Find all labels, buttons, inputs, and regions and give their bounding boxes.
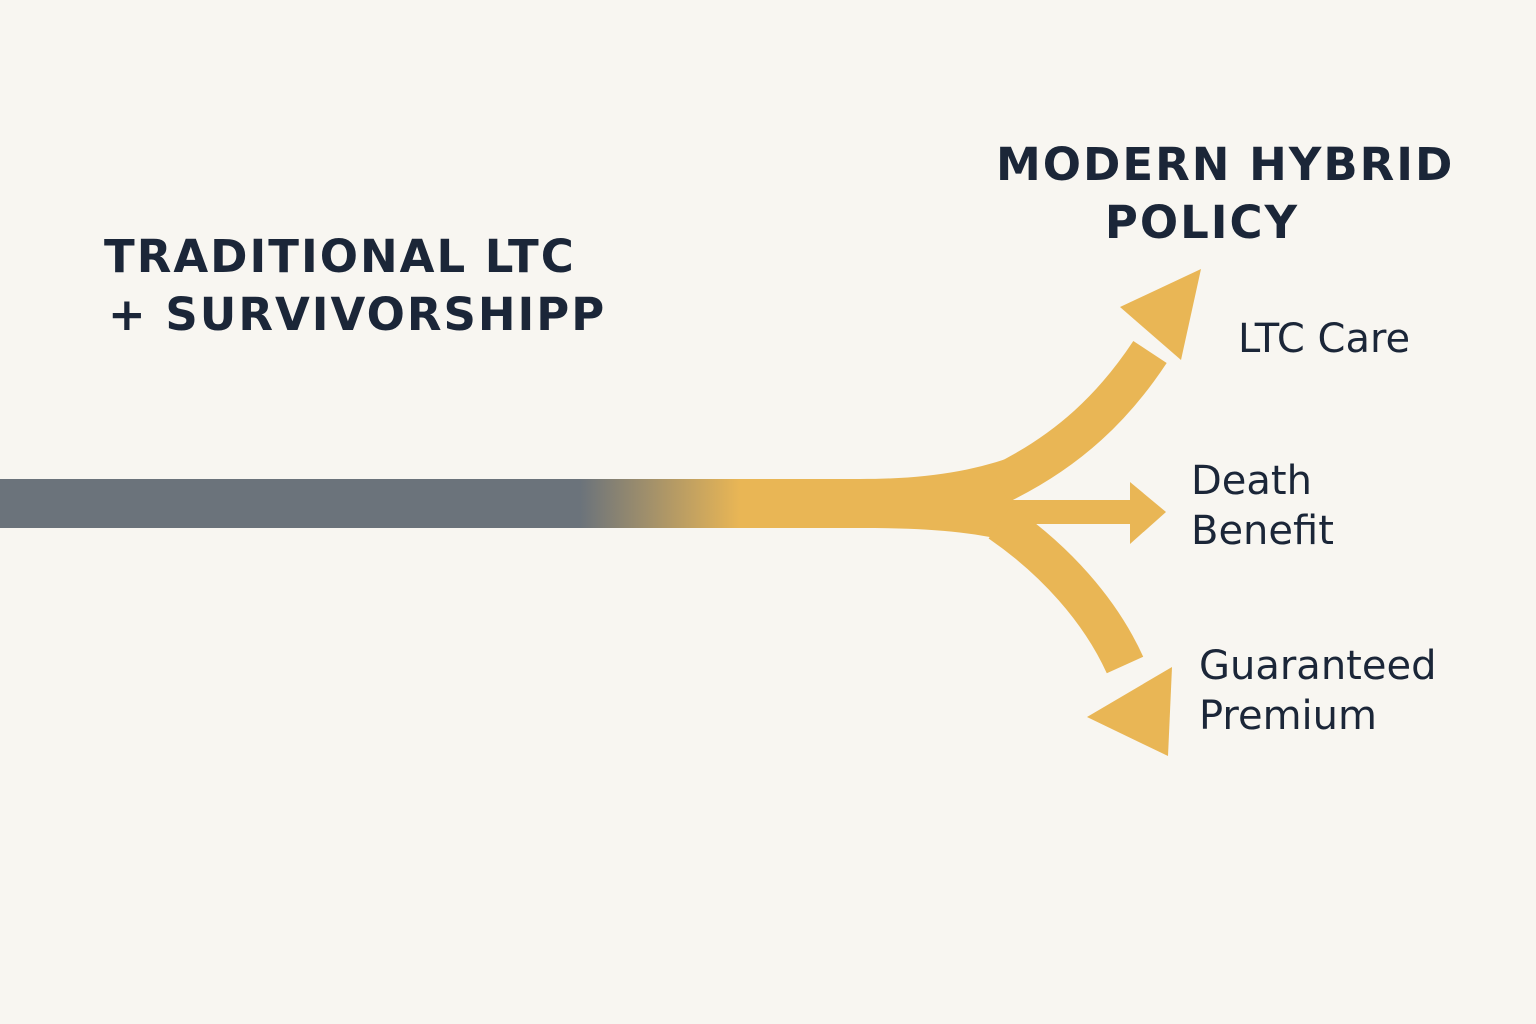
guaranteed-premium-arrowhead bbox=[1087, 667, 1172, 756]
modern-hybrid-heading: MODERN HYBRID POLICY bbox=[996, 136, 1455, 252]
branch-label-line: LTC Care bbox=[1238, 316, 1411, 362]
branch-label-line: Death bbox=[1191, 458, 1312, 504]
branch-label-ltc-care: LTC Care bbox=[1238, 314, 1410, 364]
branch-label-line: Premium bbox=[1199, 693, 1377, 739]
traditional-heading-line-1: TRADITIONAL LTC bbox=[104, 230, 576, 283]
guaranteed-premium-branch-arrow bbox=[988, 505, 1144, 674]
ltc-care-branch-arrow bbox=[991, 340, 1167, 502]
branch-label-guaranteed-premium: Guaranteed Premium bbox=[1199, 641, 1436, 741]
traditional-heading-line-2: + SURVIVORSHIPP bbox=[108, 288, 607, 341]
traditional-ltc-heading: TRADITIONAL LTC + SURVIVORSHIPP bbox=[104, 228, 606, 344]
traditional-to-hybrid-trunk bbox=[0, 452, 1025, 545]
hybrid-heading-line-2: POLICY bbox=[1104, 196, 1300, 249]
death-benefit-arrowhead bbox=[1130, 482, 1166, 544]
branch-label-death-benefit: Death Benefit bbox=[1191, 456, 1334, 556]
hybrid-heading-line-1: MODERN HYBRID bbox=[996, 138, 1455, 191]
ltc-care-arrowhead bbox=[1120, 269, 1201, 360]
branch-label-line: Benefit bbox=[1191, 508, 1334, 554]
branch-label-line: Guaranteed bbox=[1199, 643, 1437, 689]
